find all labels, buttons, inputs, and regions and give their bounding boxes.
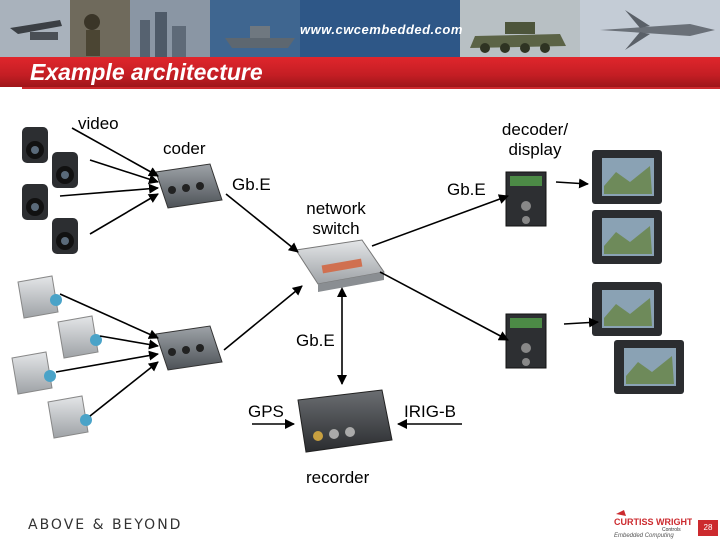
gbe-right-label: Gb.E bbox=[447, 180, 486, 199]
title-bar bbox=[0, 57, 720, 89]
network-switch-label: network switch bbox=[306, 199, 366, 238]
display-monitor-icon bbox=[592, 282, 662, 336]
decoder-board-icon bbox=[505, 171, 547, 227]
gbe-left-label: Gb.E bbox=[232, 175, 271, 194]
irig-b-label: IRIG-B bbox=[404, 402, 456, 421]
sensor-camera-icon bbox=[11, 351, 56, 395]
display-monitor-icon bbox=[592, 150, 662, 204]
banner-url[interactable]: www.cwcembedded.com bbox=[300, 22, 463, 37]
video-label: video bbox=[78, 114, 119, 133]
gps-label: GPS bbox=[248, 402, 284, 421]
dome-camera-icon bbox=[22, 127, 48, 163]
logo-sub: Controls bbox=[662, 527, 681, 533]
page-title: Example architecture bbox=[30, 59, 263, 85]
arrow-video-3 bbox=[59, 183, 159, 197]
banner-photos bbox=[0, 0, 720, 58]
logo-text: CURTISS WRIGHT bbox=[614, 517, 692, 527]
arrow-video-4 bbox=[89, 193, 159, 235]
coder-label: coder bbox=[163, 139, 206, 158]
arrow-sensor-4 bbox=[89, 361, 159, 417]
dome-camera-icon bbox=[52, 218, 78, 254]
arrow-sensor-3 bbox=[55, 350, 159, 373]
decoder-display-label: decoder/ display bbox=[501, 120, 569, 159]
arrow-sensor-1 bbox=[59, 293, 159, 339]
sensor-camera-icon bbox=[17, 275, 62, 319]
sensor-camera-icon bbox=[57, 315, 102, 359]
page-number: 28 bbox=[698, 520, 718, 536]
dome-camera-icon bbox=[22, 184, 48, 220]
recorder-icon bbox=[297, 389, 393, 453]
sensor-camera-icon bbox=[47, 395, 92, 439]
recorder-label: recorder bbox=[306, 468, 370, 487]
decoder-board-icon bbox=[505, 313, 547, 369]
arrow-decoder-display-1 bbox=[555, 178, 589, 189]
display-monitor-icon bbox=[614, 340, 684, 394]
arrow-switch-decoder2 bbox=[379, 271, 509, 341]
arrow-video-2 bbox=[89, 159, 159, 184]
photo-banner: www.cwcembedded.com bbox=[0, 0, 720, 58]
arrow-decoder-display-2 bbox=[563, 317, 599, 328]
curtiss-wright-logo: CURTISS WRIGHT Controls Embedded Computi… bbox=[614, 510, 692, 539]
arrow-switch-decoder bbox=[371, 194, 509, 247]
arrow-coder2-switch bbox=[223, 285, 303, 351]
arrow-sensor-2 bbox=[99, 335, 159, 350]
arrow-video-1 bbox=[71, 127, 159, 177]
dome-camera-icon bbox=[52, 152, 78, 188]
network-switch-icon bbox=[295, 239, 385, 292]
footer-tagline: ABOVE & BEYOND bbox=[28, 517, 183, 533]
logo-tag: Embedded Computing bbox=[614, 533, 674, 539]
display-monitor-icon bbox=[592, 210, 662, 264]
coder-unit-icon bbox=[155, 163, 223, 209]
coder-unit-icon bbox=[155, 325, 223, 371]
gbe-bottom-label: Gb.E bbox=[296, 331, 335, 350]
arrow-coder-switch bbox=[225, 193, 299, 253]
